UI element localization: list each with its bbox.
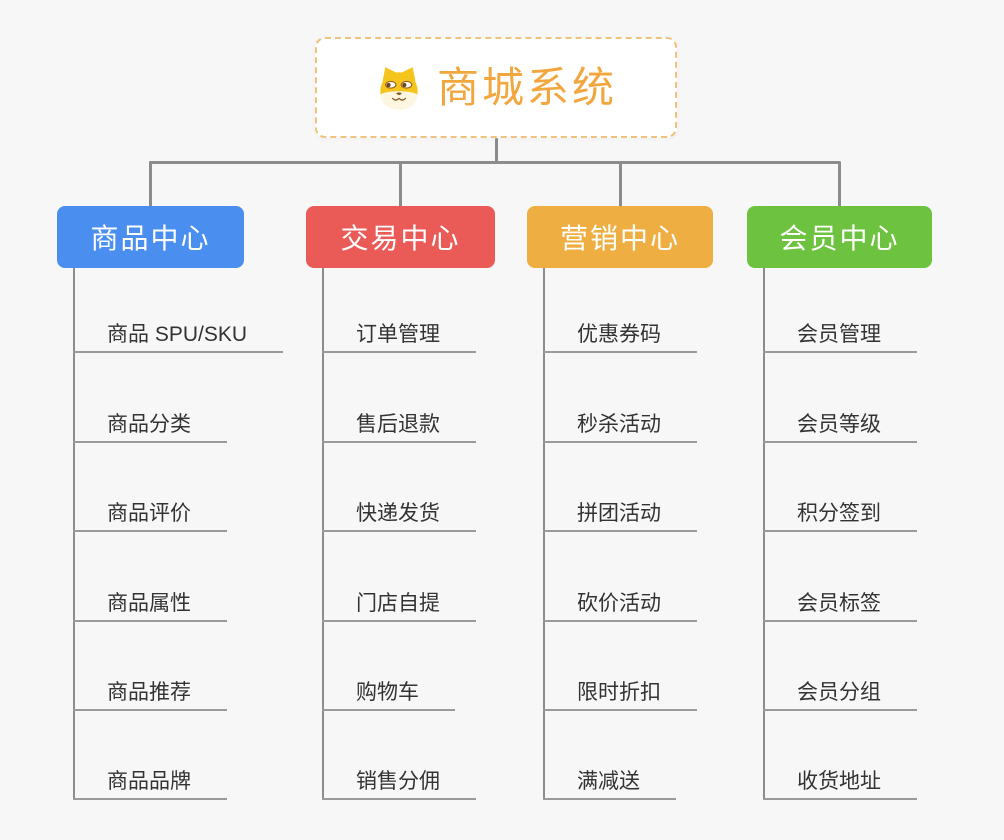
connector-horizontal-bar	[149, 161, 840, 164]
child-node-label: 收货地址	[797, 770, 881, 794]
child-node-label: 商品 SPU/SKU	[107, 323, 248, 347]
child-node-label: 购物车	[356, 680, 419, 704]
child-node[interactable]: 积分签到	[763, 443, 917, 533]
child-node-label: 门店自提	[356, 591, 440, 615]
branch-children-marketing-center: 优惠券码 秒杀活动 拼团活动 砍价活动 限时折扣 满减送	[543, 264, 697, 801]
connector-drop-product	[149, 161, 152, 211]
child-node-label: 订单管理	[356, 323, 440, 347]
child-node[interactable]: 门店自提	[322, 532, 476, 622]
branch-trunk-line	[763, 268, 765, 800]
branch-trunk-line	[73, 268, 75, 800]
child-node[interactable]: 售后退款	[322, 353, 476, 443]
child-node-label: 满减送	[577, 770, 640, 794]
child-node[interactable]: 会员等级	[763, 353, 917, 443]
child-node[interactable]: 砍价活动	[543, 532, 697, 622]
child-node[interactable]: 销售分佣	[322, 711, 476, 801]
connector-drop-trade	[399, 161, 402, 211]
child-node[interactable]: 商品推荐	[73, 622, 227, 711]
child-node-label: 售后退款	[356, 412, 440, 436]
root-title: 商城系统	[436, 63, 617, 111]
branch-node-marketing-center[interactable]: 营销中心	[527, 206, 713, 268]
child-node[interactable]: 订单管理	[322, 264, 476, 354]
child-node[interactable]: 会员管理	[763, 264, 917, 354]
branch-trunk-line	[543, 268, 545, 800]
child-node[interactable]: 收货地址	[763, 711, 917, 801]
branch-trunk-line	[322, 268, 324, 800]
child-node-label: 商品评价	[107, 502, 191, 526]
shiba-dog-icon	[380, 66, 418, 110]
child-node-label: 商品属性	[107, 591, 191, 615]
child-node-label: 销售分佣	[356, 770, 440, 794]
child-node[interactable]: 优惠券码	[543, 264, 697, 354]
child-node[interactable]: 商品分类	[73, 353, 227, 443]
child-node[interactable]: 购物车	[322, 622, 455, 711]
root-node[interactable]: 商城系统	[315, 37, 677, 138]
connector-drop-member	[838, 161, 841, 211]
child-node[interactable]: 会员标签	[763, 532, 917, 622]
child-node-label: 会员管理	[797, 323, 881, 347]
branch-node-member-center[interactable]: 会员中心	[747, 206, 932, 268]
branch-node-product-center[interactable]: 商品中心	[57, 206, 244, 268]
child-node-label: 商品分类	[107, 412, 191, 436]
branch-children-product-center: 商品 SPU/SKU 商品分类 商品评价 商品属性 商品推荐 商品品牌	[73, 264, 284, 801]
child-node[interactable]: 满减送	[543, 711, 676, 801]
child-node-label: 商品推荐	[107, 680, 191, 704]
child-node[interactable]: 商品 SPU/SKU	[73, 264, 284, 354]
connector-drop-marketing	[619, 161, 622, 211]
child-node[interactable]: 商品属性	[73, 532, 227, 622]
child-node-label: 拼团活动	[577, 502, 661, 526]
child-node[interactable]: 快递发货	[322, 443, 476, 533]
child-node[interactable]: 拼团活动	[543, 443, 697, 533]
branch-children-member-center: 会员管理 会员等级 积分签到 会员标签 会员分组 收货地址	[763, 264, 917, 801]
child-node-label: 会员标签	[797, 591, 881, 615]
child-node-label: 积分签到	[797, 502, 881, 526]
child-node-label: 会员分组	[797, 680, 881, 704]
child-node[interactable]: 秒杀活动	[543, 353, 697, 443]
child-node[interactable]: 会员分组	[763, 622, 917, 711]
child-node-label: 砍价活动	[577, 591, 661, 615]
child-node[interactable]: 商品品牌	[73, 711, 227, 801]
connector-root-trunk	[495, 138, 498, 164]
child-node[interactable]: 限时折扣	[543, 622, 697, 711]
child-node-label: 商品品牌	[107, 770, 191, 794]
child-node-label: 快递发货	[356, 502, 440, 526]
child-node-label: 会员等级	[797, 412, 881, 436]
child-node[interactable]: 商品评价	[73, 443, 227, 533]
child-node-label: 限时折扣	[577, 680, 661, 704]
child-node-label: 秒杀活动	[577, 412, 661, 436]
child-node-label: 优惠券码	[577, 323, 661, 347]
branch-children-trade-center: 订单管理 售后退款 快递发货 门店自提 购物车 销售分佣	[322, 264, 476, 801]
branch-node-trade-center[interactable]: 交易中心	[306, 206, 495, 268]
